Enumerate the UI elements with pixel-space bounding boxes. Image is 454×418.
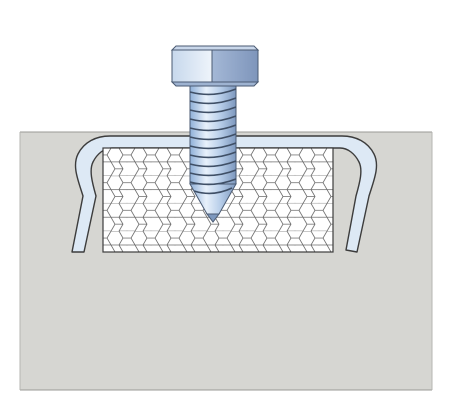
thread-line: [189, 160, 237, 168]
thread-line: [189, 124, 237, 132]
thread-line: [189, 106, 237, 114]
screw-threads: [189, 88, 237, 195]
thread-line: [189, 169, 237, 177]
screw-head-left-face: [171, 49, 213, 83]
screw-shank: [189, 81, 237, 185]
thread-line: [189, 97, 237, 105]
screw-head-bottom-chamfer: [170, 81, 260, 87]
thread-line: [189, 115, 237, 123]
thread-line: [189, 133, 237, 141]
thread-line: [189, 142, 237, 150]
thread-line: [189, 88, 237, 96]
thread-line: [189, 178, 237, 186]
screw-tip-point: [206, 213, 220, 223]
screw-head-right-face: [211, 49, 259, 83]
screw-head-top-chamfer: [170, 45, 260, 51]
hex-head-screw: [170, 45, 260, 223]
thread-line: [189, 151, 237, 159]
thread-line: [193, 187, 233, 195]
